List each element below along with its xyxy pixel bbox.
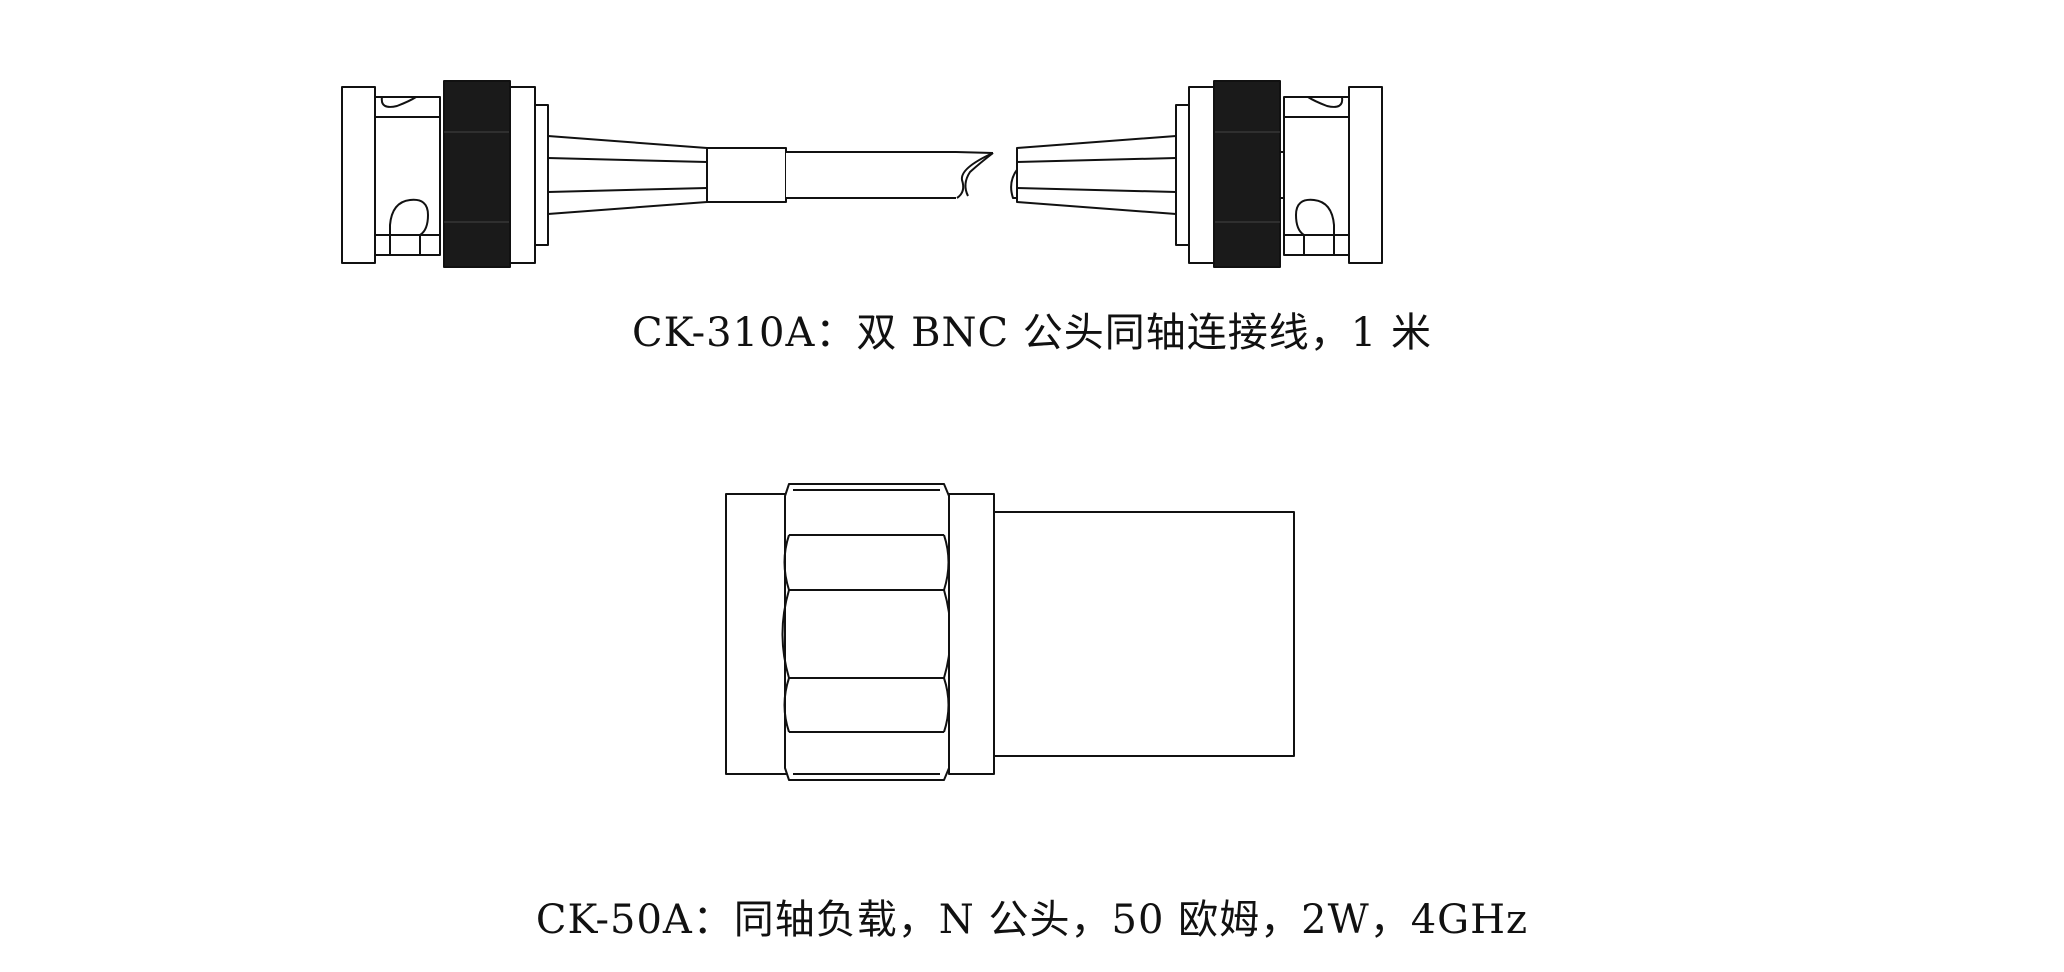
load-caption: CK-50A：同轴负载，N 公头，50 欧姆，2W，4GHz — [535, 897, 1529, 943]
left-bnc-connector-icon — [341, 80, 708, 268]
right-knurled-ring — [1213, 80, 1281, 268]
bnc-cable-icon — [341, 80, 1383, 268]
left-cable-segment — [706, 147, 994, 203]
n-load-icon — [725, 483, 1295, 781]
right-bnc-connector-icon — [1016, 80, 1383, 268]
cable-caption: CK-310A：双 BNC 公头同轴连接线，1 米 — [632, 310, 1432, 356]
left-knurled-ring — [443, 80, 511, 268]
